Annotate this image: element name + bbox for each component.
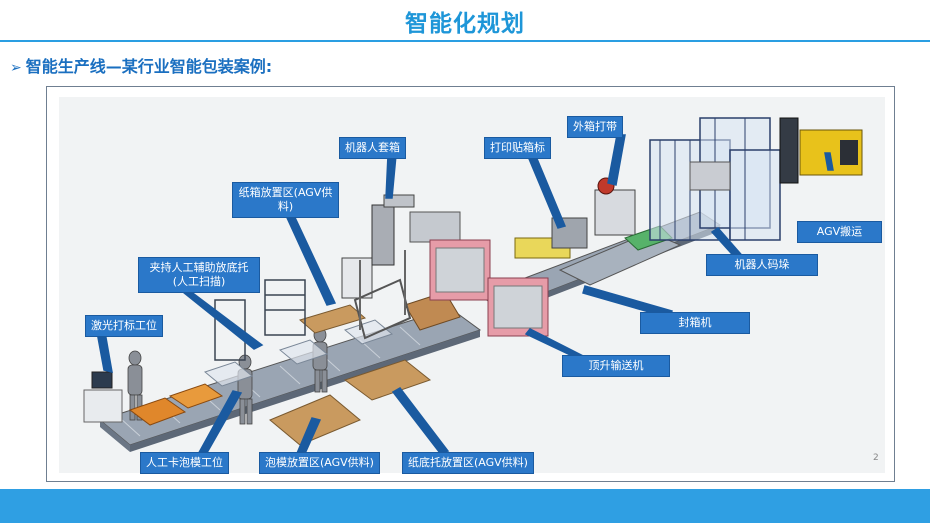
footer-bar bbox=[0, 489, 930, 523]
label-carton-area: 纸箱放置区(AGV供料) bbox=[232, 182, 339, 218]
label-lift-conveyor: 顶升输送机 bbox=[562, 355, 670, 377]
page-number: 2 bbox=[873, 453, 879, 463]
label-sealer: 封箱机 bbox=[640, 312, 750, 334]
label-print-label: 打印贴箱标 bbox=[484, 137, 551, 159]
label-agv-transport: AGV搬运 bbox=[797, 221, 882, 243]
label-robot-box: 机器人套箱 bbox=[339, 137, 406, 159]
label-clamp-pallet: 夹持人工辅助放底托(人工扫描) bbox=[138, 257, 260, 293]
robot-cell bbox=[341, 194, 461, 340]
label-outer-strap: 外箱打带 bbox=[567, 116, 623, 138]
laser-marker-desk bbox=[83, 389, 123, 423]
arrow-right-icon: ➢ bbox=[10, 60, 22, 76]
strapping-machine bbox=[594, 189, 636, 236]
label-pallet-area: 纸底托放置区(AGV供料) bbox=[402, 452, 534, 474]
pallet-area-board bbox=[343, 359, 432, 401]
subtitle-text: 智能生产线—某行业智能包装案例: bbox=[25, 57, 273, 76]
label-robot-palletize: 机器人码垛 bbox=[706, 254, 818, 276]
label-foam-area: 泡模放置区(AGV供料) bbox=[259, 452, 380, 474]
page-title: 智能化规划 bbox=[405, 11, 525, 37]
label-laser-marking: 激光打标工位 bbox=[85, 315, 163, 337]
label-foam-card: 人工卡泡模工位 bbox=[140, 452, 229, 474]
title-divider bbox=[0, 40, 930, 42]
section-subtitle: ➢智能生产线—某行业智能包装案例: bbox=[10, 53, 272, 77]
